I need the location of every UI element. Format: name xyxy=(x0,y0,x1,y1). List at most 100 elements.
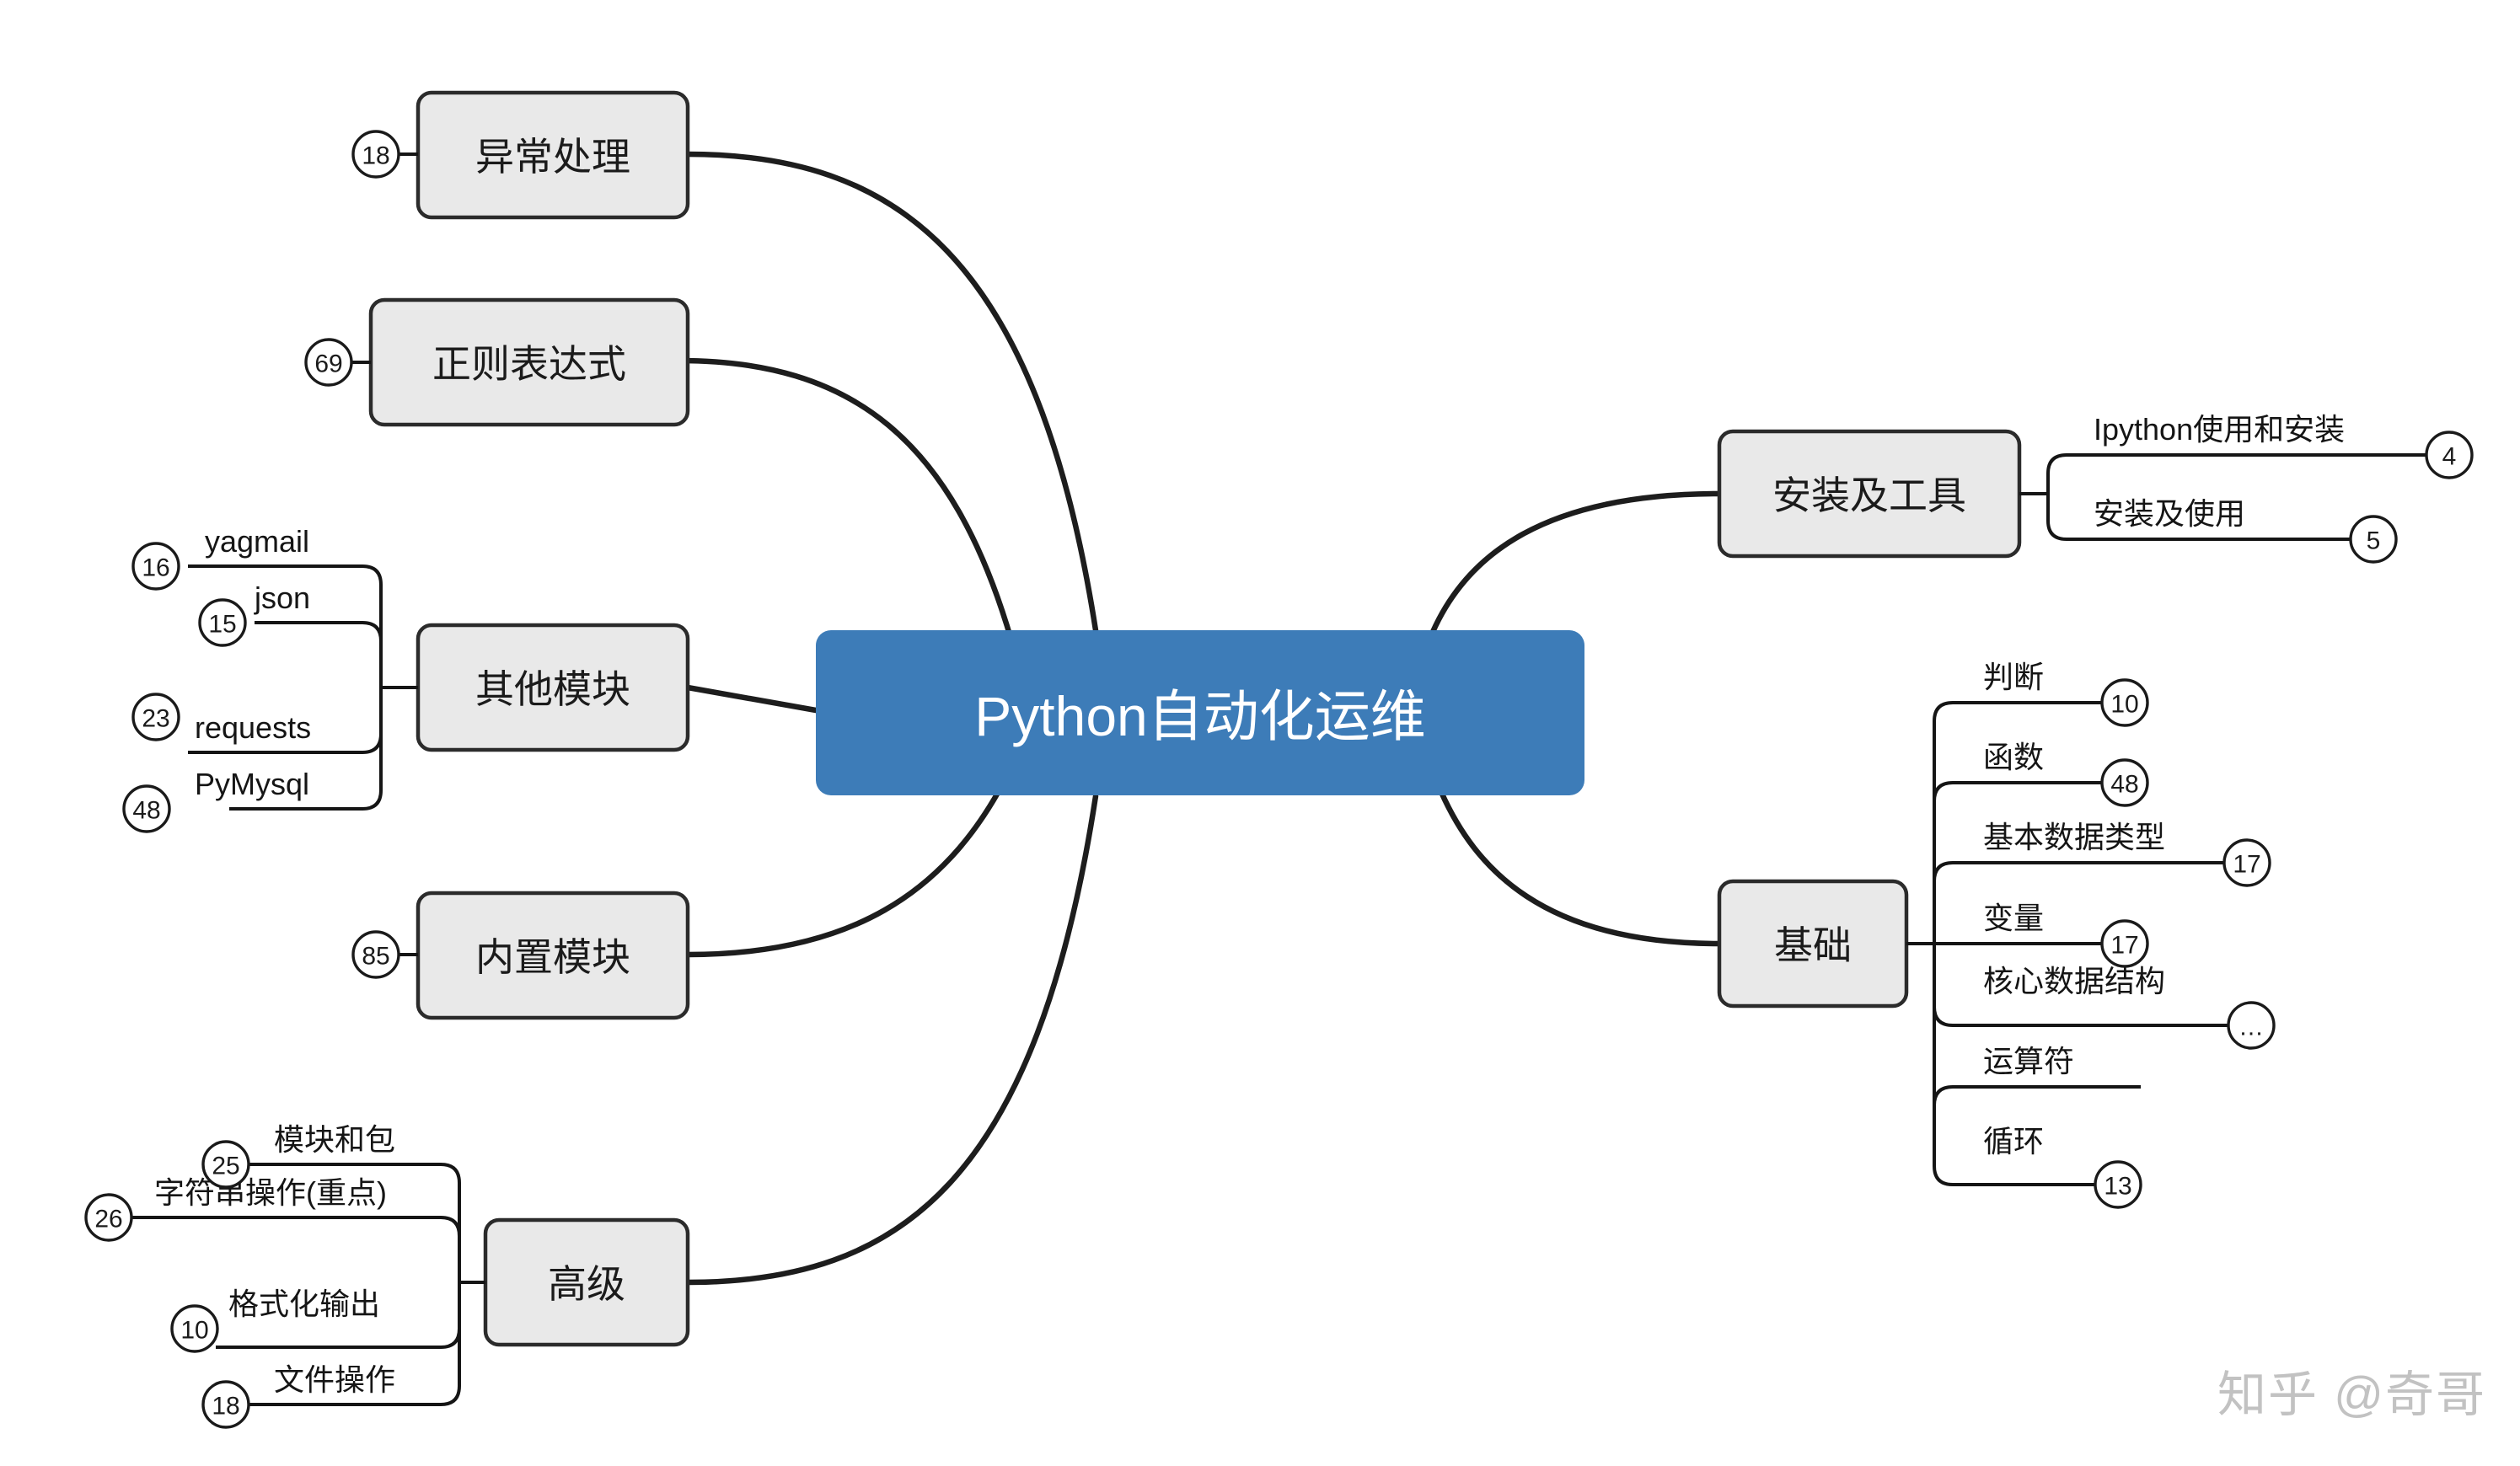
branch-other-modules-label: 其他模块 xyxy=(475,667,630,711)
link-root-install-tools xyxy=(1429,490,1723,635)
link-root-basics xyxy=(1438,789,1723,947)
badge-value: 85 xyxy=(362,943,389,971)
branch-basics[interactable]: 基础 判断 函数 基本数据类型 变量 核心数据结构 运算符 循环 10 48 1… xyxy=(1717,660,2276,1209)
leaf-label-formatted-output: 格式化输出 xyxy=(228,1287,380,1321)
leaf-label-loop: 循环 xyxy=(1983,1124,2044,1158)
branch-regex-label: 正则表达式 xyxy=(432,342,626,386)
branch-advanced-label: 高级 xyxy=(548,1262,625,1306)
badge-circle xyxy=(2227,1001,2276,1050)
branch-exception-label: 异常处理 xyxy=(475,135,630,179)
link-root-advanced xyxy=(684,793,1099,1286)
badge-circle xyxy=(2094,1160,2142,1209)
badge-circle xyxy=(131,693,180,741)
leaf-label-core-datastructures: 核心数据结构 xyxy=(1983,964,2165,998)
badge-modules-packages[interactable]: 25 xyxy=(201,1140,250,1189)
watermark: 知乎 @奇哥 xyxy=(2217,1367,2486,1422)
subtree-connector-basics xyxy=(1933,701,2229,1186)
badge-value: 10 xyxy=(2110,691,2138,719)
badge-circle xyxy=(2100,758,2149,807)
leaf-label-basic-datatypes: 基本数据类型 xyxy=(1983,820,2165,854)
badge-yagmail[interactable]: 16 xyxy=(131,542,180,591)
leaf-label-conditional: 判断 xyxy=(1983,660,2044,694)
badge-circle xyxy=(304,338,353,387)
leaf-label-requests: requests xyxy=(195,710,311,745)
leaf-label-file-ops: 文件操作 xyxy=(274,1362,395,1397)
leaf-label-variable: 变量 xyxy=(1983,901,2044,935)
badge-json[interactable]: 15 xyxy=(198,598,247,647)
badge-core-datastructures[interactable]: … xyxy=(2227,1001,2276,1050)
badge-circle xyxy=(122,784,171,833)
badge-file-ops[interactable]: 18 xyxy=(201,1380,250,1429)
badge-value: 48 xyxy=(132,797,160,825)
branch-regex[interactable]: 正则表达式 69 xyxy=(304,297,690,427)
badge-circle xyxy=(201,1140,250,1189)
branch-builtin-modules-label: 内置模块 xyxy=(475,935,630,979)
badge-formatted-output[interactable]: 10 xyxy=(170,1304,219,1353)
badge-conditional[interactable]: 10 xyxy=(2100,678,2149,727)
link-root-builtin-modules xyxy=(684,780,1006,958)
root-node-box xyxy=(816,630,1584,795)
branch-install-tools[interactable]: 安装及工具 Ipython使用和安装 安装及使用 4 5 xyxy=(1717,412,2474,564)
badge-string-ops[interactable]: 26 xyxy=(84,1193,133,1242)
link-root-regex xyxy=(676,357,1015,644)
badge-circle xyxy=(351,130,400,179)
badge-variable[interactable]: 17 xyxy=(2100,919,2149,968)
leaf-label-install-usage: 安装及使用 xyxy=(2094,496,2245,531)
branch-exception[interactable]: 异常处理 18 xyxy=(351,90,690,220)
badge-value: 17 xyxy=(2233,851,2260,879)
leaf-label-function: 函数 xyxy=(1983,740,2044,774)
badge-exception[interactable]: 18 xyxy=(351,130,400,179)
badge-value: 4 xyxy=(2442,443,2457,471)
badge-pymysql[interactable]: 48 xyxy=(122,784,171,833)
badge-value: 25 xyxy=(212,1153,239,1180)
badge-circle xyxy=(198,598,247,647)
branch-other-modules[interactable]: 其他模块 yagmail json requests PyMysql 16 15… xyxy=(122,524,690,833)
badge-circle xyxy=(84,1193,133,1242)
badge-circle xyxy=(2100,678,2149,727)
badge-value: 26 xyxy=(94,1206,122,1233)
branch-basics-label: 基础 xyxy=(1774,923,1852,967)
badge-builtin-modules[interactable]: 85 xyxy=(351,930,400,979)
badge-value: 23 xyxy=(142,705,169,733)
badge-loop[interactable]: 13 xyxy=(2094,1160,2142,1209)
badge-circle xyxy=(201,1380,250,1429)
badge-value: 16 xyxy=(142,554,169,582)
badge-value: 17 xyxy=(2110,932,2138,960)
subtree-connector-advanced xyxy=(129,1163,461,1406)
branch-builtin-modules[interactable]: 内置模块 85 xyxy=(351,891,690,1020)
main-links xyxy=(676,151,1723,1286)
root-node-label: Python自动化运维 xyxy=(974,685,1425,747)
badge-ipython-install[interactable]: 4 xyxy=(2425,431,2474,479)
badge-value: 18 xyxy=(212,1393,239,1421)
leaf-label-string-ops: 字符串操作(重点) xyxy=(154,1175,387,1210)
subtree-connector-install-tools xyxy=(2046,453,2427,541)
badge-value: 13 xyxy=(2104,1173,2131,1201)
badge-basic-datatypes[interactable]: 17 xyxy=(2222,838,2271,887)
subtree-connector-other-modules xyxy=(188,564,383,811)
badge-circle xyxy=(170,1304,219,1353)
badge-value: 69 xyxy=(314,350,342,378)
badge-value: … xyxy=(2239,1014,2264,1041)
branch-install-tools-label: 安装及工具 xyxy=(1772,474,1966,517)
badge-circle xyxy=(131,542,180,591)
badge-regex[interactable]: 69 xyxy=(304,338,353,387)
badge-circle xyxy=(2222,838,2271,887)
badge-function[interactable]: 48 xyxy=(2100,758,2149,807)
branch-advanced[interactable]: 高级 模块和包 字符串操作(重点) 格式化输出 文件操作 25 26 10 18 xyxy=(84,1122,690,1429)
badge-circle xyxy=(2425,431,2474,479)
leaf-label-json: json xyxy=(254,581,310,615)
leaf-label-pymysql: PyMysql xyxy=(195,767,309,801)
link-root-exception xyxy=(684,151,1099,634)
badge-requests[interactable]: 23 xyxy=(131,693,180,741)
badge-value: 15 xyxy=(208,611,236,639)
badge-circle xyxy=(2349,515,2398,564)
leaf-label-yagmail: yagmail xyxy=(205,524,309,559)
badge-value: 48 xyxy=(2110,771,2138,799)
badge-value: 5 xyxy=(2367,527,2381,555)
badge-circle xyxy=(2100,919,2149,968)
badge-install-usage[interactable]: 5 xyxy=(2349,515,2398,564)
root-node[interactable]: Python自动化运维 xyxy=(816,630,1584,795)
badge-value: 18 xyxy=(362,142,389,170)
